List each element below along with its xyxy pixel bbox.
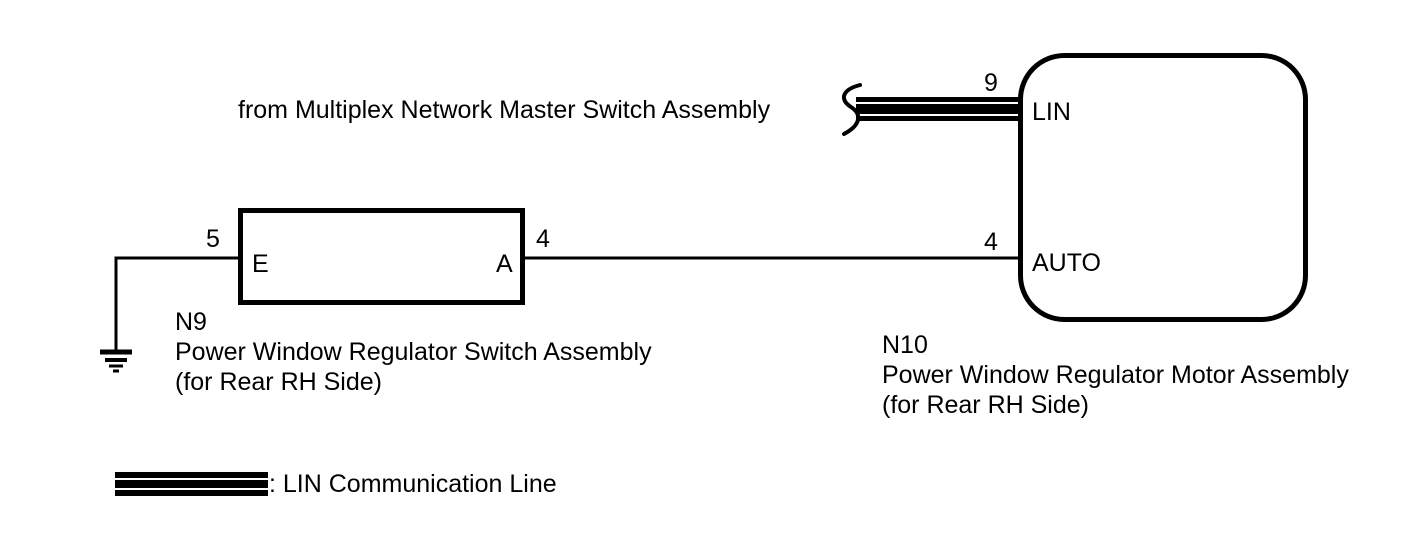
motor-assembly-variant: (for Rear RH Side) (882, 391, 1089, 419)
motor-assembly-caption: N10 Power Window Regulator Motor Assembl… (882, 330, 1349, 420)
ground-icon (100, 349, 132, 373)
legend-lin-symbol (115, 472, 268, 496)
wire-e-to-ground (114, 256, 238, 350)
switch-pin-label-e: E (252, 250, 269, 278)
switch-assembly-box (238, 208, 525, 305)
motor-assembly-box (1018, 53, 1308, 322)
switch-pin-number-a: 4 (536, 225, 550, 253)
motor-pin-label-lin: LIN (1032, 98, 1071, 126)
continuation-squiggle-icon (842, 83, 862, 136)
motor-assembly-name: Power Window Regulator Motor Assembly (882, 361, 1349, 389)
legend-label: : LIN Communication Line (269, 470, 557, 498)
switch-assembly-caption: N9 Power Window Regulator Switch Assembl… (175, 307, 652, 397)
switch-assembly-code: N9 (175, 308, 207, 336)
motor-pin-number-auto: 4 (984, 228, 998, 256)
motor-assembly-code: N10 (882, 331, 928, 359)
switch-pin-label-a: A (496, 250, 513, 278)
lin-communication-line (856, 97, 1020, 121)
switch-pin-number-e: 5 (206, 225, 220, 253)
motor-pin-number-lin: 9 (984, 69, 998, 97)
switch-assembly-variant: (for Rear RH Side) (175, 368, 382, 396)
switch-assembly-name: Power Window Regulator Switch Assembly (175, 338, 652, 366)
source-label: from Multiplex Network Master Switch Ass… (238, 96, 771, 124)
motor-pin-label-auto: AUTO (1032, 249, 1101, 277)
